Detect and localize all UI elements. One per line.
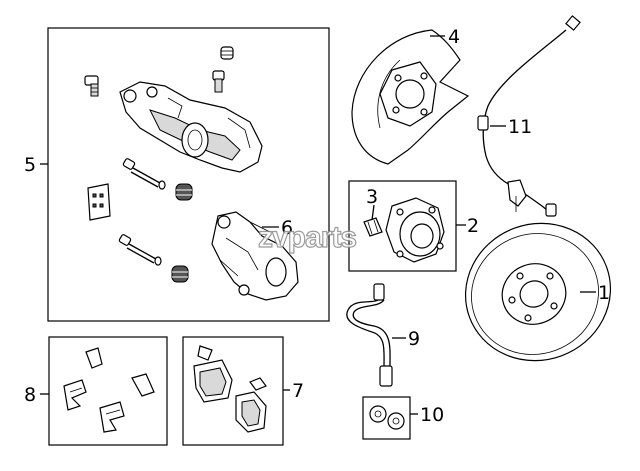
hub-bearing [385,197,445,263]
brake-hose [346,283,393,387]
brake-rotor [464,222,612,362]
callout-11: 11 [508,116,532,138]
caliper-housing [119,81,263,173]
hardware-kit-box [48,336,168,446]
callout-9: 9 [408,328,420,350]
callout-8: 8 [24,384,36,406]
copper-washers [369,405,405,430]
hardware-clips [63,347,155,433]
hub-bolt [363,217,383,237]
pin-boot-lower [171,265,189,283]
callout-10: 10 [420,404,444,426]
guide-pin-lower [118,234,162,266]
pad-clip [87,183,111,221]
brake-pad-box [182,336,284,446]
pin-boot-upper [175,183,193,201]
hub-assembly-box [348,180,457,272]
abs-sensor [477,15,581,217]
callout-2: 2 [467,215,479,237]
leader-lines [40,35,596,415]
caliper-assembly-box [47,27,330,322]
splash-shield [351,29,470,165]
dust-cap-top [220,46,234,60]
bleeder-screw [212,70,225,93]
guide-pin-upper [122,158,166,190]
brake-pads [193,345,267,433]
watermark-logo: zvparts [258,221,356,254]
callout-3: 3 [366,186,378,208]
bleeder-bolt [84,75,99,97]
callout-7: 7 [292,380,304,402]
caliper-kit-parts [84,46,299,301]
gasket-box [362,396,411,440]
caliper-bracket [211,211,299,301]
callout-5: 5 [24,154,36,176]
callout-4: 4 [448,26,460,48]
callout-6: 6 [281,217,293,239]
callout-1: 1 [598,282,610,304]
